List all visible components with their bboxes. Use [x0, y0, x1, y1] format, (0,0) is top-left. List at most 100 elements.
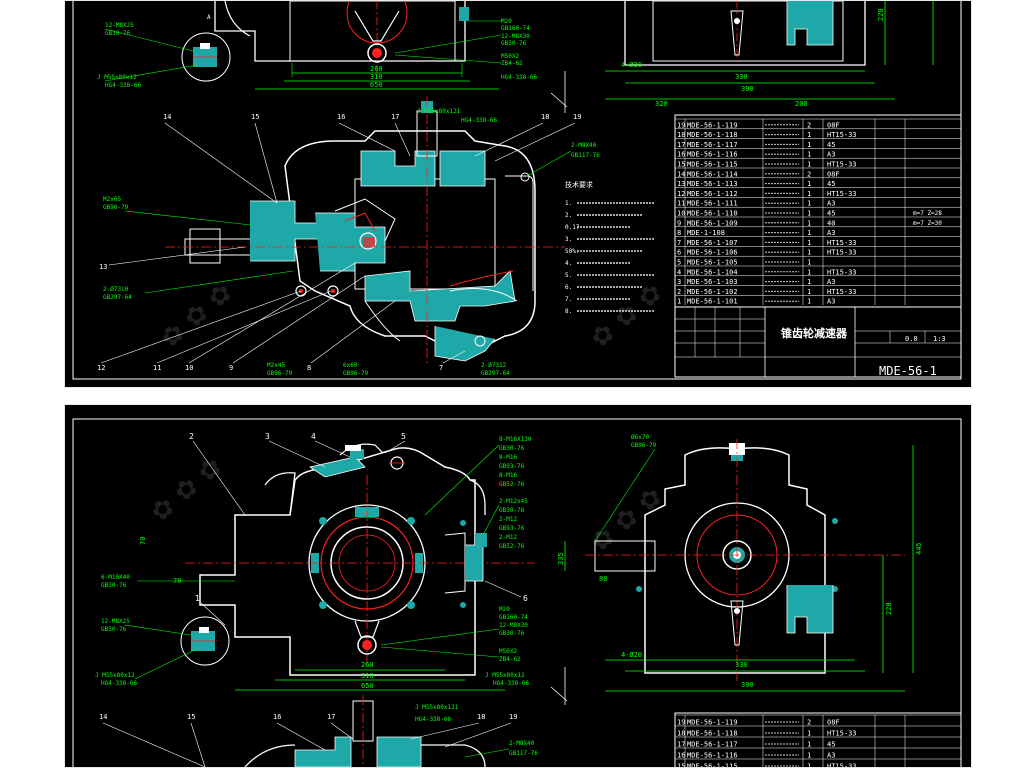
seal-b: M50X2 [499, 648, 517, 655]
part-code: MDE-56-1-104 [687, 268, 738, 276]
gear-note-2: m=7 Z=30 [913, 220, 942, 227]
tech-note-number: 7. [565, 296, 572, 303]
spec-label: 8-M16 [499, 472, 517, 479]
label-7: 7 [439, 364, 443, 372]
part-material: HT15-33 [827, 131, 857, 139]
bolt2-b: 12-M8X30 [499, 622, 528, 629]
spec-label: GB93-76 [499, 525, 525, 532]
spec-label: 2-M12 [499, 534, 517, 541]
sheet2-canvas: 260 310 650 70 70 2 3 4 5 1 6 8-M16X130G… [72, 418, 962, 768]
label-1: 1 [195, 594, 200, 603]
side-dim-320: 320 [655, 100, 668, 108]
pin-spec: M2x65 [103, 196, 121, 203]
tech-note-number: 3. [565, 236, 572, 243]
weight: 0.0 [905, 335, 918, 343]
tech-note-number: 1. [565, 200, 572, 207]
dim-650: 650 [370, 81, 383, 89]
item1-spec: 12-M8X25 [105, 22, 134, 29]
part-qty: 1 [807, 730, 811, 738]
part-qty: 1 [807, 288, 811, 296]
d1: 6-M10X40 [101, 574, 130, 581]
drawing-sheet-1: 260 310 650 A 12-M8X25 GB30-76 J M55x80x… [64, 0, 972, 388]
part-material: A3 [827, 278, 835, 286]
part-code: MDE-56-1-116 [687, 752, 738, 760]
part-code: MDE-56-1-116 [687, 151, 738, 159]
part-no: 17 [677, 741, 685, 749]
side2-445: 445 [915, 542, 923, 555]
part-qty: 2 [807, 170, 811, 178]
inner-frame-2 [72, 418, 962, 767]
part-no: 13 [677, 180, 685, 188]
side2-pin-std: GB96-79 [631, 442, 657, 449]
part-code: MDE-1-108 [687, 229, 725, 237]
part-code: MDE-56-1-111 [687, 200, 738, 208]
part-material: HT15-33 [827, 763, 857, 768]
part-qty: 1 [807, 278, 811, 286]
part-qty: 1 [807, 298, 811, 306]
part-qty: 1 [807, 141, 811, 149]
part-qty: 1 [807, 741, 811, 749]
section-a: A [207, 14, 211, 21]
tech-note-number: 6. [565, 284, 572, 291]
part-material: 45 [827, 141, 835, 149]
label-4: 4 [311, 432, 316, 441]
item1-std: GB30-76 [105, 30, 131, 37]
part-no: 16 [677, 752, 685, 760]
part-no: 10 [677, 210, 685, 218]
part-code: MDE-56-1-115 [687, 161, 738, 169]
key-std: HG4-338-66 [105, 82, 142, 89]
seal-std: ZB4-62 [501, 60, 523, 67]
side2-4-020: 4-Ø20 [621, 651, 642, 659]
part-material: HT15-33 [827, 239, 857, 247]
bolt-bottom: M2x45 [267, 362, 285, 369]
tech-note-number: 0.17- [565, 224, 583, 231]
bolt-m20: M20 [499, 606, 510, 613]
tech-note-number: 8. [565, 308, 572, 315]
part-code: MDE-56-1-106 [687, 249, 738, 257]
part-no: 4 [677, 268, 681, 276]
part-code: MDE-56-1-101 [687, 298, 738, 306]
bottom-specs: M20 GB160-74 12-M8X30 GB30-76 M50X2 ZB4-… [380, 606, 568, 705]
part-qty: 1 [807, 752, 811, 760]
d2-std: GB30-76 [101, 626, 127, 633]
label-3: 3 [265, 432, 270, 441]
part-no: 8 [677, 229, 681, 237]
sheet1-canvas: 260 310 650 A 12-M8X25 GB30-76 J M55x80x… [72, 1, 962, 380]
part-code: MDE-56-1-109 [687, 219, 738, 227]
label-5: 5 [401, 432, 406, 441]
bolt-std: GB160-74 [501, 25, 530, 32]
tech-note-number: 2. [565, 212, 572, 219]
label-15: 15 [251, 113, 259, 121]
section-labels: 14 15 16 17 18 19 J M55x80x121 HG4-338-6… [97, 108, 600, 377]
part-code: MDE-56-1-102 [687, 288, 738, 296]
seal2: HG4-338-66 [501, 74, 538, 81]
dim-260: 260 [370, 65, 383, 73]
part-material: A3 [827, 752, 835, 760]
part-material: 45 [827, 741, 835, 749]
part-no: 19 [677, 121, 685, 129]
spec-label: GB30-76 [499, 507, 525, 514]
side2-330: 330 [735, 661, 748, 669]
scale: 1:3 [933, 335, 946, 343]
part-qty: 1 [807, 200, 811, 208]
section-view-lower: 14 15 16 17 18 19 J M55x80x121 HG4-338-6… [99, 695, 538, 767]
side-dim-390: 390 [741, 85, 754, 93]
part-no: 15 [677, 763, 685, 768]
spec-label: 8-M16X130 [499, 436, 532, 443]
part-code: MDE-56-1-110 [687, 210, 738, 218]
part-material: 40 [827, 219, 835, 227]
spec-label: GB93-76 [499, 463, 525, 470]
s2-label-16: 16 [273, 713, 281, 721]
label-10: 10 [185, 364, 193, 372]
key-left: J M55x80x12 [95, 672, 135, 679]
spec-label: GB52-76 [499, 543, 525, 550]
part-material: HT15-33 [827, 730, 857, 738]
top-view-upper: 260 310 650 [214, 1, 499, 90]
bearing-right-std: GB297-64 [481, 370, 510, 377]
part-material: HT15-33 [827, 288, 857, 296]
side-dim-4-020: 4-Ø20 [621, 61, 642, 69]
part-qty: 1 [807, 161, 811, 169]
part-code: MDE-56-1-117 [687, 741, 738, 749]
s2-bolt-std: GB117-76 [509, 750, 538, 757]
